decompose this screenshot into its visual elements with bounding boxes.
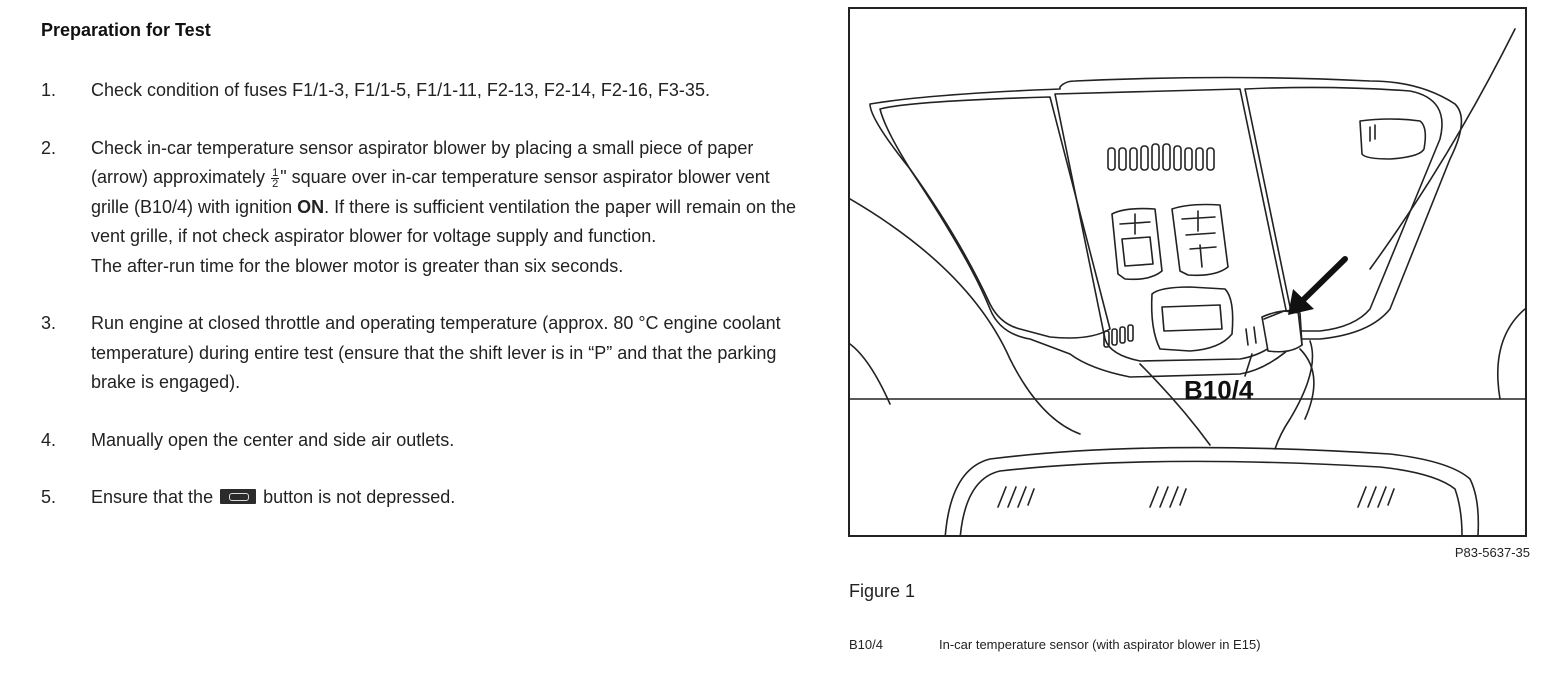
left-lamp-button [1111, 207, 1163, 281]
figure-caption: Figure 1 [849, 581, 916, 601]
console-outline [869, 76, 1463, 378]
sunroof-switch [1150, 286, 1234, 352]
steps-list: 1. Check condition of fuses F1/1-3, F1/1… [41, 76, 801, 513]
left-vent-slots [1103, 324, 1134, 348]
callout-label: B10/4 [1184, 375, 1254, 405]
list-item: 2. Check in-car temperature sensor aspir… [41, 134, 801, 282]
right-lamp-button [1171, 203, 1229, 277]
list-item: 1. Check condition of fuses F1/1-3, F1/1… [41, 76, 801, 106]
legend-key: B10/4 [849, 637, 883, 652]
right-lamp-lens [1244, 86, 1443, 332]
step-text-part: . If there is sufficient ventilation the… [91, 196, 797, 247]
step-text-note: The after-run time for the blower motor … [91, 255, 624, 276]
step-text: Ensure that the button is not depressed. [91, 483, 801, 513]
step-text: Run engine at closed throttle and operat… [91, 313, 781, 392]
list-item: 3. Run engine at closed throttle and ope… [41, 309, 801, 398]
step-number: 5. [41, 487, 57, 507]
headliner-contour-left [850, 198, 1081, 435]
center-panel [1054, 88, 1291, 362]
mirror-inner-edge [959, 460, 1463, 535]
step-number: 1. [41, 80, 57, 100]
figure-legend: B10/4 In-car temperature sensor (with as… [849, 637, 1261, 652]
headliner-contour-right-upper [1369, 28, 1516, 270]
fraction-numerator: 1 [271, 166, 280, 179]
rear-view-mirror [944, 446, 1480, 535]
step-number: 4. [41, 429, 57, 450]
speaker-grille [1107, 143, 1215, 171]
step-text-part: button is not depressed. [263, 487, 456, 507]
sensor-side-slots [1245, 326, 1257, 346]
paper-arrow-icon [1288, 256, 1348, 315]
step-text-part: Check in-car temperature sensor aspirato… [91, 137, 754, 188]
callout-leader [1244, 353, 1253, 377]
overhead-console-drawing: B10/4 [850, 28, 1525, 535]
list-item: 4. Manually open the center and side air… [41, 426, 801, 456]
step-text-part: Ensure that the [91, 487, 214, 507]
step-number: 3. [41, 313, 57, 333]
map-light-switch [1359, 118, 1427, 160]
section-heading: Preparation for Test [41, 20, 211, 40]
recirculation-button-icon [220, 489, 257, 504]
list-item: 5. Ensure that the button is not depress… [41, 483, 801, 513]
mirror-mount-left [1139, 363, 1211, 446]
mirror-mount-inner [1299, 348, 1315, 420]
left-lamp-lens [879, 96, 1111, 339]
step-text-part: " square over in-car temperature sensor … [91, 167, 770, 217]
headliner-contour-right [1497, 308, 1525, 400]
headliner-edge-left [850, 343, 891, 405]
figure-code: P83-5637-35 [1454, 545, 1530, 560]
step-text: Check in-car temperature sensor aspirato… [91, 134, 801, 282]
ignition-state: ON [297, 196, 325, 217]
figure-illustration: B10/4 [848, 7, 1527, 537]
switch-detail [1369, 124, 1376, 142]
step-text: Check condition of fuses F1/1-3, F1/1-5,… [91, 80, 710, 100]
mirror-hatching [997, 486, 1395, 508]
step-text: Manually open the center and side air ou… [91, 429, 455, 450]
mirror-mount-right [1274, 340, 1314, 450]
step-number: 2. [41, 137, 57, 158]
fraction-denominator: 2 [272, 177, 279, 190]
legend-description: In-car temperature sensor (with aspirato… [939, 637, 1261, 652]
